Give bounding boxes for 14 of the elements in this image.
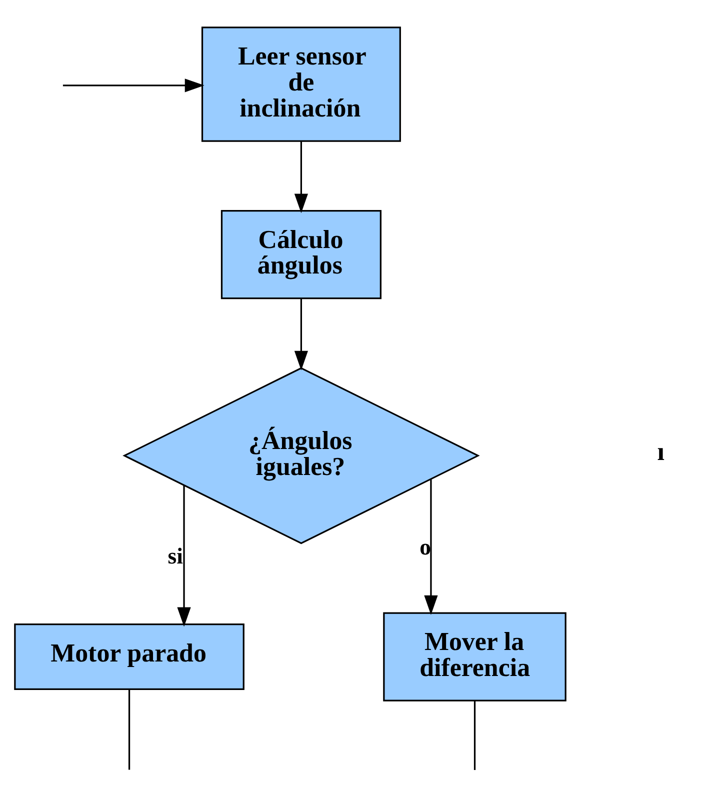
arrow <box>294 298 308 370</box>
arrow <box>424 479 438 614</box>
node-box: Mover la diferencia <box>383 612 566 701</box>
arrow <box>177 484 191 626</box>
connector <box>474 700 476 770</box>
arrow <box>294 140 308 213</box>
arrow <box>62 78 204 92</box>
label: ı <box>657 436 664 466</box>
node-box: Motor parado <box>14 623 244 690</box>
node-box: Leer sensor de inclinación <box>201 26 401 142</box>
edge-label: si <box>168 542 183 568</box>
node-box: Cálculo ángulos <box>220 209 382 299</box>
connector <box>128 689 130 770</box>
node-diamond: ¿Ángulos iguales? <box>122 366 480 544</box>
